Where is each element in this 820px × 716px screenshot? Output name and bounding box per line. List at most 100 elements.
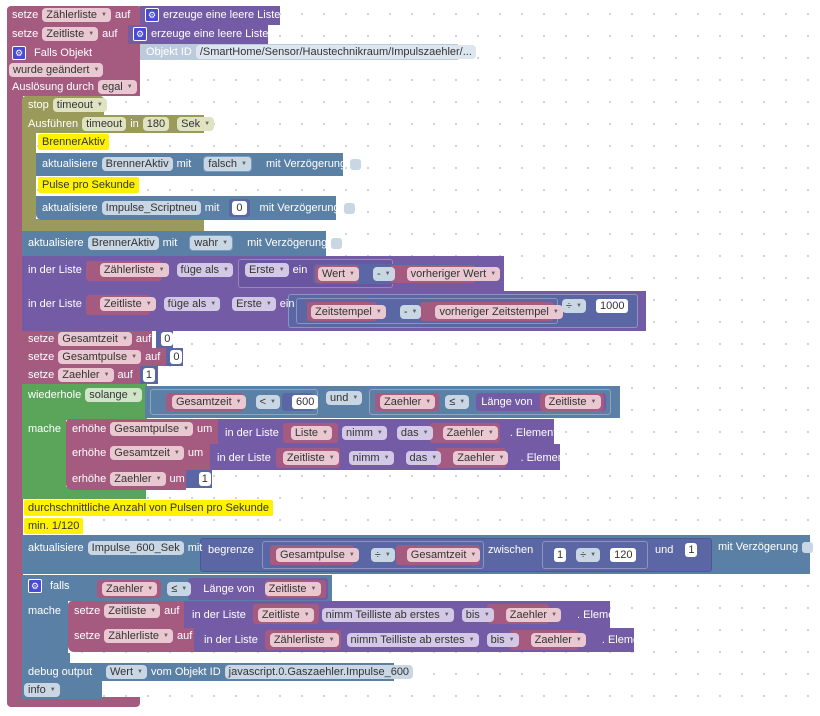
- if-bottom: [22, 653, 70, 663]
- to-label: auf: [117, 369, 133, 381]
- state-name[interactable]: BrennerAktiv: [87, 236, 159, 250]
- create-empty-list-block[interactable]: [140, 6, 280, 25]
- index-dropdown[interactable]: Zaehler▼: [442, 426, 498, 440]
- to-label: auf: [102, 28, 118, 40]
- the-dropdown[interactable]: das▼: [396, 426, 433, 440]
- take-dropdown[interactable]: nimm▼: [348, 451, 394, 465]
- comment-average[interactable]: durchschnittliche Anzahl von Pulsen pro …: [24, 500, 273, 516]
- list-dropdown[interactable]: Zeitliste▼: [544, 395, 601, 409]
- variable-dropdown[interactable]: Zeitliste▼: [42, 27, 99, 41]
- position-dropdown[interactable]: Erste▼: [232, 297, 276, 311]
- variable-dropdown[interactable]: Zeitliste▼: [104, 604, 161, 618]
- limit-value[interactable]: 600: [291, 395, 319, 409]
- state-name[interactable]: Impulse_600_Sek: [87, 541, 184, 555]
- variable-dropdown[interactable]: Zaehler▼: [110, 472, 166, 486]
- until-dropdown[interactable]: bis▼: [461, 608, 494, 622]
- state-name[interactable]: Impulse_Scriptneu: [101, 201, 201, 215]
- variable-dropdown[interactable]: Zählerliste▼: [42, 8, 111, 22]
- gear-icon[interactable]: ⚙: [28, 579, 42, 593]
- condition-dropdown[interactable]: wurde geändert▼: [9, 63, 104, 77]
- comment-min[interactable]: min. 1/120: [24, 518, 84, 534]
- prev-value-dropdown[interactable]: vorheriger Wert▼: [406, 267, 501, 281]
- list-dropdown[interactable]: Liste▼: [290, 426, 333, 440]
- gear-icon[interactable]: ⚙: [145, 8, 159, 22]
- operator-dropdown[interactable]: ÷▼: [576, 548, 601, 562]
- var-dropdown[interactable]: Gesamtzeit▼: [406, 548, 481, 562]
- var-dropdown[interactable]: Zaehler▼: [102, 582, 158, 596]
- operator-dropdown[interactable]: <▼: [255, 395, 280, 409]
- mode-dropdown[interactable]: füge als▼: [163, 297, 221, 311]
- variable-dropdown[interactable]: Gesamtpulse▼: [110, 422, 194, 436]
- var-dropdown[interactable]: Gesamtpulse▼: [276, 548, 359, 562]
- sublist-mode-dropdown[interactable]: nimm Teilliste ab erstes▼: [321, 608, 454, 622]
- number-value[interactable]: 1: [198, 472, 211, 486]
- operator-dropdown[interactable]: ≤▼: [167, 582, 192, 596]
- variable-dropdown[interactable]: Zählerliste▼: [104, 629, 173, 643]
- var-dropdown[interactable]: Zaehler▼: [380, 395, 436, 409]
- number-value[interactable]: 0: [232, 201, 247, 215]
- operator-dropdown[interactable]: -▼: [372, 267, 395, 281]
- comment-brenneraktiv[interactable]: BrennerAktiv: [38, 134, 109, 150]
- take-dropdown[interactable]: nimm▼: [342, 426, 387, 440]
- to-label: auf: [115, 9, 131, 21]
- divide-operator-dropdown[interactable]: ÷▼: [562, 299, 586, 313]
- list-dropdown[interactable]: Zeitliste▼: [99, 297, 156, 311]
- until-dropdown[interactable]: bis▼: [486, 633, 519, 647]
- lower-b-value[interactable]: 120: [610, 548, 637, 562]
- timeout-name[interactable]: timeout: [82, 117, 127, 131]
- timeout-value[interactable]: 180: [142, 117, 170, 131]
- divisor-value[interactable]: 1000: [596, 299, 629, 313]
- list-dropdown[interactable]: Zeitliste▼: [257, 608, 314, 622]
- zeitstempel-dropdown[interactable]: Zeitstempel▼: [311, 305, 386, 319]
- object-id-value[interactable]: javascript.0.Gaszaehler.Impulse_600: [224, 665, 414, 679]
- number-value[interactable]: 1: [142, 368, 155, 382]
- boolean-dropdown[interactable]: wahr▼: [189, 235, 234, 251]
- list-dropdown[interactable]: Zählerliste▼: [99, 263, 169, 277]
- wert-dropdown[interactable]: Wert▼: [318, 267, 359, 281]
- variable-dropdown[interactable]: Gesamtpulse▼: [58, 350, 142, 364]
- delay-checkbox[interactable]: [343, 202, 355, 214]
- operator-dropdown[interactable]: ÷▼: [370, 548, 395, 562]
- index-dropdown[interactable]: Zaehler▼: [530, 633, 586, 647]
- index-dropdown[interactable]: Zaehler▼: [453, 451, 509, 465]
- the-dropdown[interactable]: das▼: [405, 451, 442, 465]
- list-dropdown[interactable]: Zählerliste▼: [269, 633, 339, 647]
- state-name[interactable]: BrennerAktiv: [101, 157, 173, 171]
- variable-dropdown[interactable]: Gesamtzeit▼: [110, 446, 184, 460]
- repeat-mode-dropdown[interactable]: solange▼: [85, 388, 142, 402]
- var-dropdown[interactable]: Gesamtzeit▼: [172, 395, 246, 409]
- delay-checkbox[interactable]: [331, 237, 343, 249]
- variable-dropdown[interactable]: Zaehler▼: [58, 368, 114, 382]
- gear-icon[interactable]: ⚙: [133, 27, 147, 41]
- comment-pulse[interactable]: Pulse pro Sekunde: [38, 177, 139, 193]
- number-value[interactable]: 0: [170, 350, 183, 364]
- log-level-dropdown[interactable]: info▼: [24, 683, 60, 697]
- logic-dropdown[interactable]: und▼: [326, 391, 363, 405]
- index-dropdown[interactable]: Zaehler▼: [505, 608, 562, 622]
- delay-checkbox[interactable]: [802, 541, 814, 553]
- upper-value[interactable]: 1: [685, 543, 698, 557]
- create-empty-list-block[interactable]: [128, 25, 268, 44]
- object-id-value[interactable]: /SmartHome/Sensor/Haustechnikraum/Impuls…: [195, 45, 476, 59]
- update-brenneraktiv-true-block[interactable]: [22, 231, 326, 256]
- list-dropdown[interactable]: Zeitliste▼: [282, 451, 339, 465]
- unit-dropdown[interactable]: Sek▼: [177, 117, 215, 131]
- variable-dropdown[interactable]: Gesamtzeit▼: [58, 332, 132, 346]
- property-dropdown[interactable]: Wert▼: [106, 665, 147, 679]
- position-dropdown[interactable]: Erste▼: [245, 263, 289, 277]
- mode-dropdown[interactable]: füge als▼: [176, 263, 233, 277]
- operator-dropdown[interactable]: -▼: [399, 305, 422, 319]
- list-dropdown[interactable]: Zeitliste▼: [264, 582, 321, 596]
- delay-checkbox[interactable]: [350, 158, 362, 170]
- and-label: und: [655, 544, 674, 556]
- gear-icon[interactable]: ⚙: [12, 46, 26, 60]
- update-label: aktualisiere: [42, 202, 98, 214]
- prev-timestamp-dropdown[interactable]: vorheriger Zeitstempel▼: [435, 305, 563, 319]
- timer-dropdown[interactable]: timeout▼: [52, 98, 107, 112]
- trigger-by-dropdown[interactable]: egal▼: [97, 80, 137, 94]
- sublist-mode-dropdown[interactable]: nimm Teilliste ab erstes▼: [346, 633, 479, 647]
- boolean-dropdown[interactable]: falsch▼: [203, 156, 252, 172]
- operator-dropdown[interactable]: ≤▼: [445, 395, 470, 409]
- lower-a-value[interactable]: 1: [554, 548, 567, 562]
- number-value[interactable]: 0: [161, 332, 174, 346]
